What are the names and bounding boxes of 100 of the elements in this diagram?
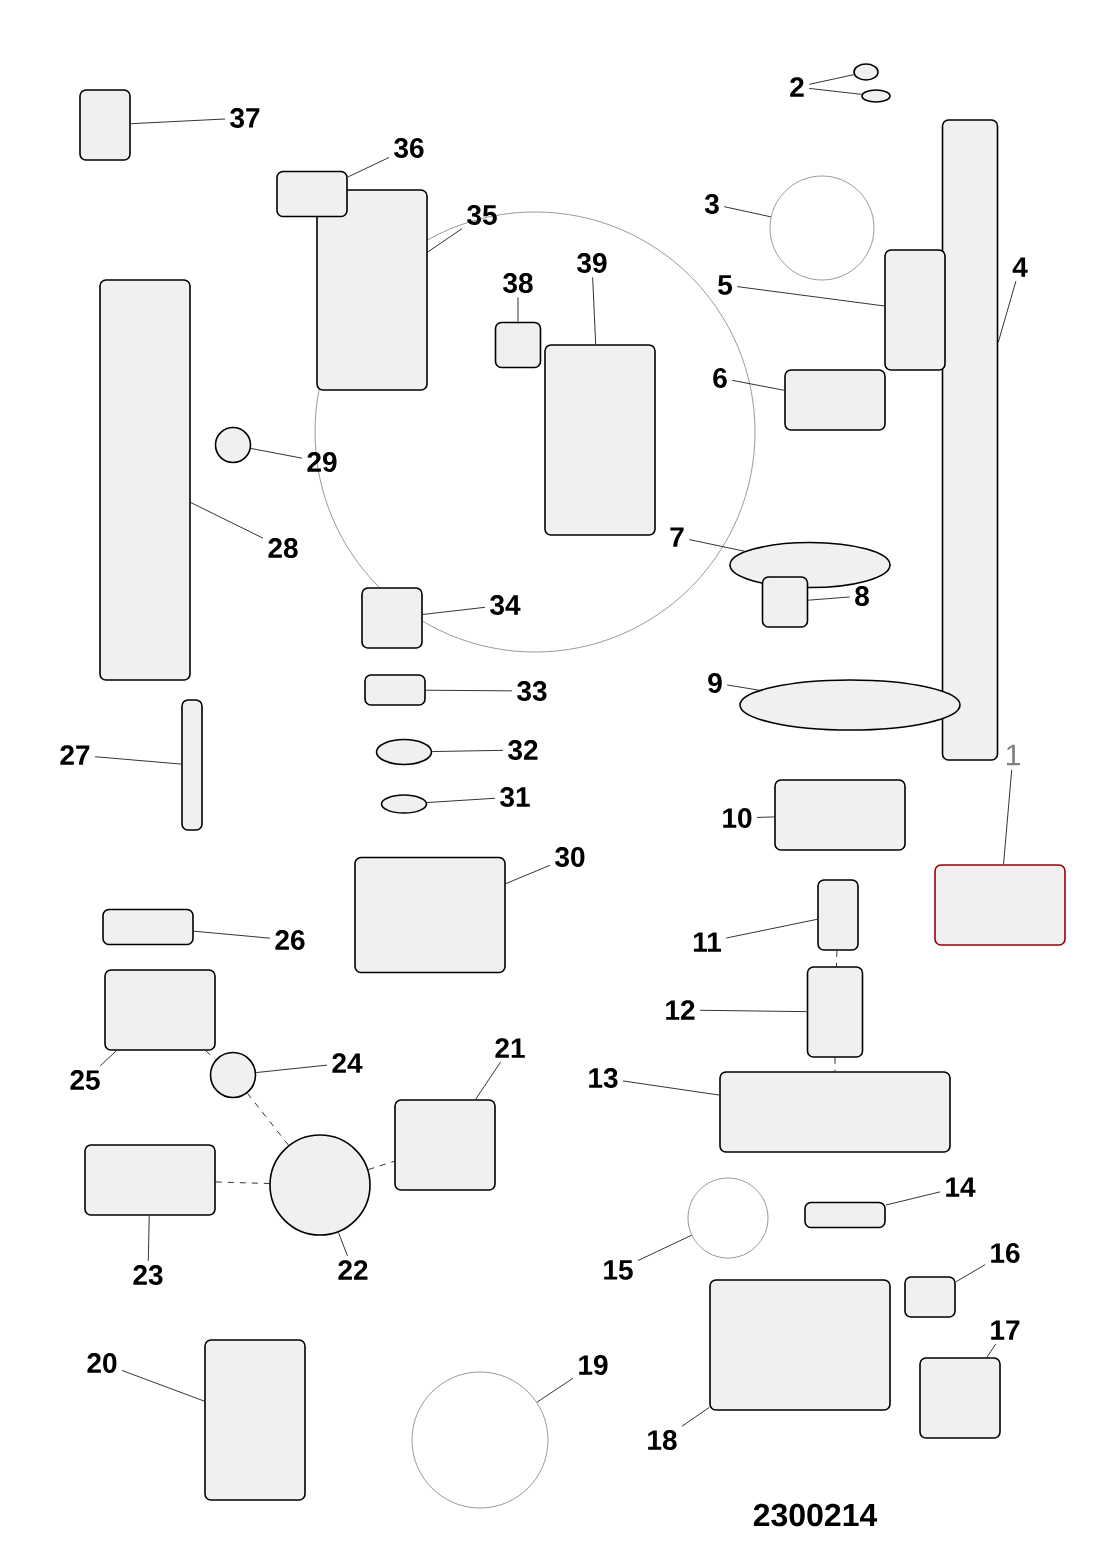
part-drawing [276,170,348,218]
leader-line [517,296,519,323]
leader-line [592,276,597,345]
part-drawing [884,249,946,371]
callout-number: 4 [1012,257,1028,277]
part-drawing [804,1201,886,1229]
leader-line [756,816,775,818]
part-drawing [84,1144,216,1216]
callout-number: 13 [589,1068,618,1088]
leader-line [193,930,271,939]
part-drawing [494,321,542,369]
part-drawing [364,674,426,706]
part-drawing [934,864,1066,946]
leader-line [431,749,504,752]
leader-line [986,1343,997,1358]
part-drawing [181,699,203,831]
part-drawing [204,1339,306,1501]
part-drawing [79,89,131,161]
callout-number: 25 [70,1070,100,1090]
leader-line [255,1064,328,1073]
part-drawing [739,679,961,731]
leader-line [422,606,486,615]
assembly-line [834,1057,836,1072]
part-drawing [904,1276,956,1318]
assembly-line [368,1160,395,1170]
callout-number: 20 [87,1353,117,1373]
leader-line [1003,769,1013,865]
callout-number: 32 [508,740,538,760]
leader-line [955,1264,986,1283]
leader-line [681,1407,710,1427]
callout-number: 31 [500,787,530,807]
callout-number: 9 [708,673,722,693]
leader-line [808,74,855,85]
leader-line [475,1061,501,1100]
leader-line [725,918,818,939]
callout-number: 38 [503,273,533,293]
leader-line [426,797,496,803]
callout-number: 39 [577,253,607,273]
leader-line [807,596,851,601]
callout-number: 23 [133,1265,163,1285]
leader-line [99,1050,117,1067]
leader-line [997,280,1017,343]
callout-number: 16 [991,1243,1020,1263]
part-drawing [817,879,859,951]
parts-circle [411,1371,549,1509]
callout-number: 26 [275,930,305,950]
callout-number: 24 [332,1053,363,1073]
leader-line [637,1234,692,1261]
leader-line [723,206,772,218]
callout-number: 8 [855,586,869,606]
part-drawing [214,426,252,464]
leader-line [808,88,863,95]
callout-number: 29 [307,452,337,472]
leader-line [347,157,390,178]
part-drawing [102,908,194,946]
callout-number: 2 [790,77,804,97]
leader-line [699,1009,808,1013]
part-drawing [853,63,879,81]
leader-line [338,1231,348,1257]
leader-line [147,1215,150,1262]
callout-number: 17 [991,1320,1020,1340]
part-drawing [394,1099,496,1191]
part-drawing [99,279,191,681]
leader-line [622,1080,720,1096]
part-drawing [361,587,423,649]
leader-line [726,684,760,691]
part-drawing [709,1279,891,1411]
callout-number: 7 [670,527,684,547]
assembly-line [836,950,838,967]
callout-number: 5 [718,275,732,295]
callout-number: 33 [517,681,547,701]
part-drawing [719,1071,951,1153]
leader-line [425,689,513,692]
callout-number: 1 [1006,744,1020,766]
callout-number: 6 [713,368,727,388]
part-drawing [761,576,809,628]
callout-number: 12 [666,1000,695,1020]
callout-number: 11 [693,932,722,952]
leader-line [121,1370,205,1402]
callout-number: 18 [648,1430,677,1450]
part-drawing [209,1051,257,1099]
leader-line [190,502,264,539]
leader-line [885,1191,941,1206]
callout-number: 10 [723,808,752,828]
callout-number: 15 [604,1260,633,1280]
assembly-line [205,1050,216,1060]
callout-number: 36 [394,138,424,158]
callout-number: 14 [946,1177,976,1197]
part-drawing [919,1357,1001,1439]
callout-number: 37 [230,108,260,128]
leader-line [130,118,226,125]
part-drawing [269,1134,371,1236]
leader-line [250,448,303,459]
leader-line [536,1377,574,1403]
callout-number: 35 [467,205,497,225]
part-drawing [354,856,506,974]
part-drawing [544,344,656,536]
leader-line [505,864,551,884]
parts-circle [687,1177,769,1259]
part-drawing [375,738,433,766]
